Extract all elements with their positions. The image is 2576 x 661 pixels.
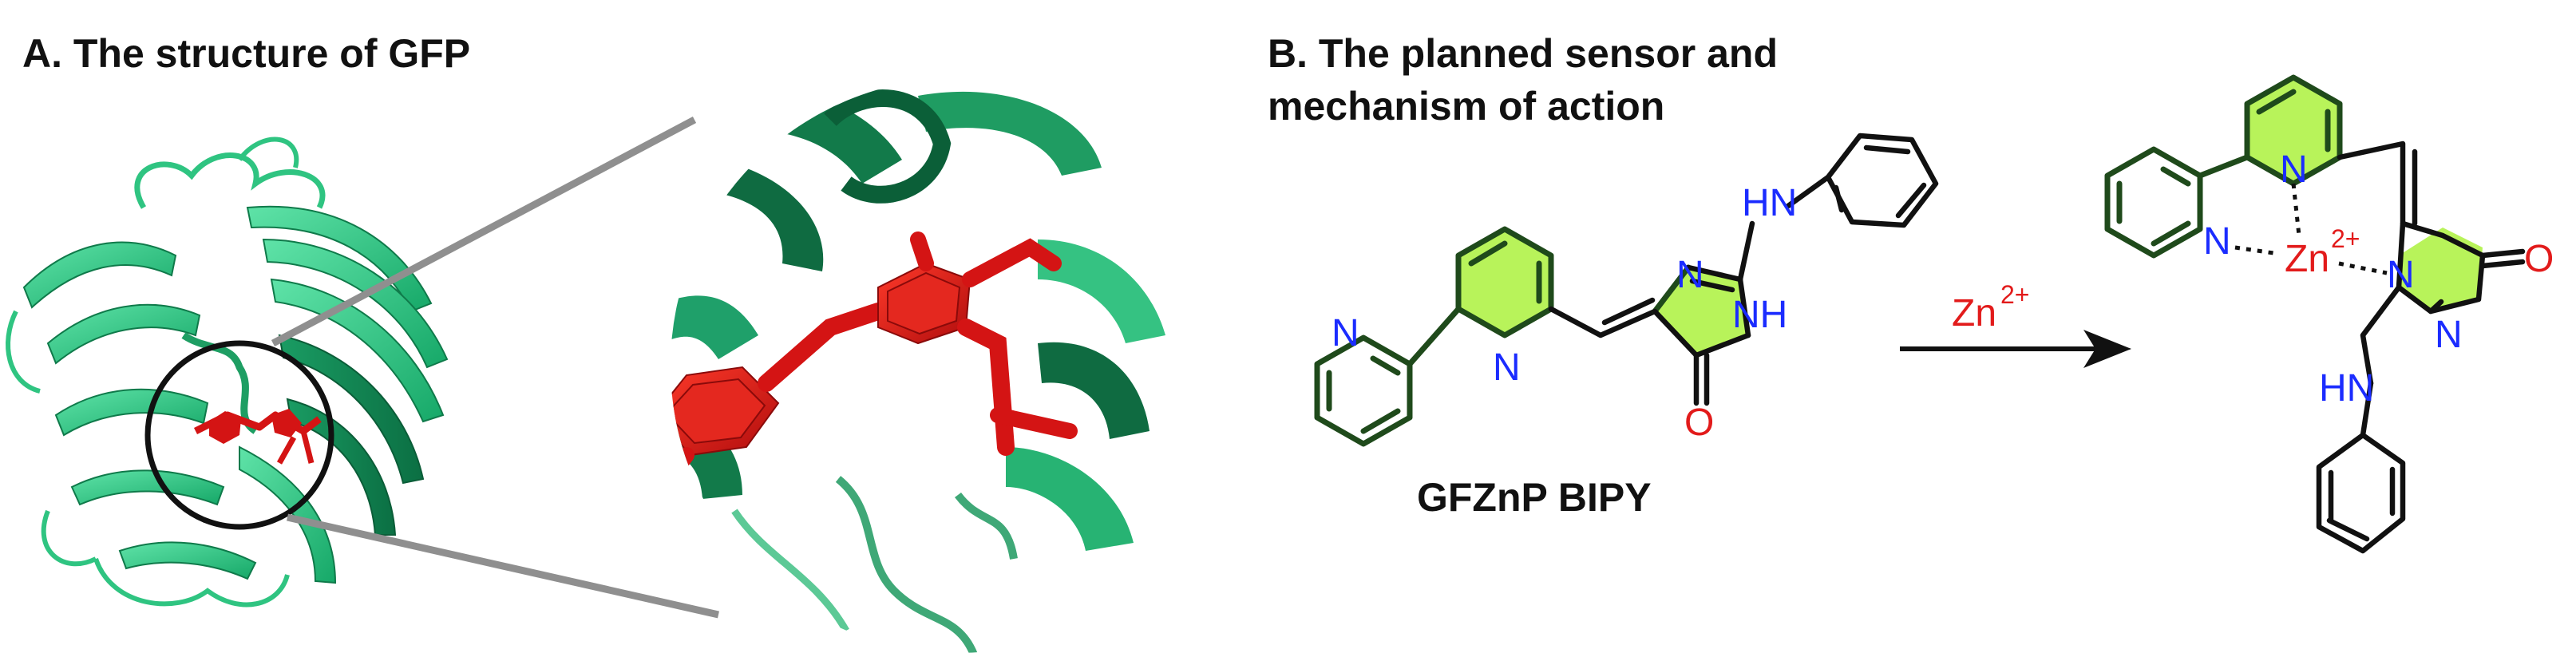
ligand-structure: N N N NH HN O GFZnP BIPY: [1314, 133, 1939, 520]
molecule-label: GFZnP BIPY: [1417, 475, 1652, 520]
complex-n-middle: N: [2280, 148, 2308, 191]
ligand-nh: NH: [1732, 294, 1787, 336]
ligand-n-middle: N: [1493, 346, 1521, 389]
ligand-n-left: N: [1332, 312, 1359, 354]
panel-b: B. The planned sensor and mechanism of a…: [1268, 31, 2554, 554]
zoom-line-top: [271, 117, 697, 346]
reaction-arrow: Zn 2+: [1900, 280, 2131, 368]
panel-a: A. The structure of GFP: [6, 31, 1245, 653]
complex-n-left: N: [2203, 220, 2231, 263]
complex-zinc-charge: 2+: [2331, 224, 2360, 253]
panel-b-title-line1: B. The planned sensor and: [1268, 31, 1778, 76]
zoom-view: [671, 78, 1245, 653]
chromophore-small: [193, 409, 322, 465]
complex-phenyl-ring: [2316, 432, 2406, 554]
complex-n-imine: N: [2435, 314, 2463, 356]
complex-o: O: [2524, 238, 2554, 280]
ligand-hn: HN: [1742, 182, 1797, 224]
panel-a-title: A. The structure of GFP: [22, 31, 470, 76]
left-pyridine-ring: [1314, 334, 1413, 447]
chromophore-large: [671, 232, 1078, 479]
complex-hn: HN: [2319, 367, 2374, 410]
complex-n-imidazolone: N: [2387, 254, 2415, 296]
gfp-barrel: [6, 137, 449, 608]
reagent-charge: 2+: [2000, 280, 2029, 309]
ligand-n-imine: N: [1676, 254, 1704, 296]
reagent-label: Zn: [1952, 292, 1996, 334]
ligand-phenyl-ring: [1825, 133, 1939, 228]
zoom-line-bottom: [287, 513, 719, 619]
panel-b-title-line2: mechanism of action: [1268, 84, 1664, 129]
ligand-o: O: [1684, 402, 1714, 444]
zoom-circle: [144, 340, 334, 530]
complex-zinc: Zn: [2285, 238, 2329, 280]
zinc-complex-structure: N N Zn 2+ N N O HN: [2104, 74, 2554, 554]
complex-imidazolone-highlight: [2399, 228, 2483, 311]
